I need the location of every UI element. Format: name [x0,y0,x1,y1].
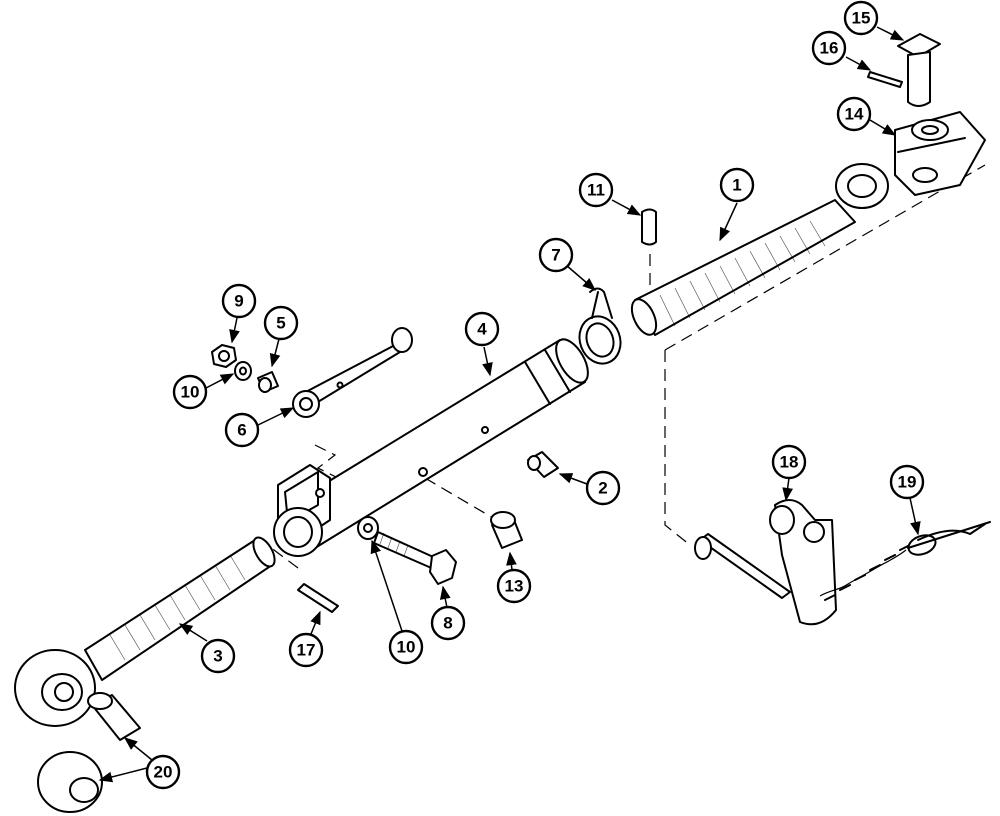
callout-6: 6 [224,412,260,448]
part-20-ball [37,751,103,813]
part-19-chain-and-linch-pin [819,521,991,601]
callout-16: 16 [811,30,847,66]
callout-10-lower: 10 [388,629,424,665]
part-16-linch-pin [867,71,903,88]
callout-2: 2 [585,470,621,506]
callout-label: 19 [898,473,917,492]
callout-13: 13 [496,568,532,604]
callout-label: 20 [154,763,173,782]
callout-label: 10 [181,383,200,402]
part-2-grease-nipple [527,451,559,478]
callout-label: 3 [213,647,222,666]
callout-label: 7 [551,246,560,265]
callout-label: 18 [780,453,799,472]
part-15-pin [897,33,941,107]
callout-15: 15 [843,0,879,36]
callout-label: 2 [598,479,607,498]
callout-label: 16 [820,39,839,58]
callout-label: 6 [237,421,246,440]
callout-label: 10 [397,638,416,657]
callout-20: 20 [145,754,181,790]
part-13-bushing [490,511,523,549]
callout-label: 13 [505,577,524,596]
callout-9: 9 [221,283,257,319]
callout-10-upper: 10 [172,374,208,410]
callout-11: 11 [578,172,614,208]
callout-label: 8 [443,614,452,633]
part-17-roll-pin [297,583,339,613]
part-11-roll-pin [641,208,657,246]
part-20-bushing [87,692,141,741]
callout-label: 1 [732,176,741,195]
part-1-threaded-rod-eye [630,163,889,336]
part-4-main-tube [273,338,589,557]
part-14-clevis-yoke [894,111,986,196]
callout-7: 7 [538,237,574,273]
callout-label: 15 [852,9,871,28]
callout-label: 14 [845,105,864,124]
part-18-pin-assembly [694,499,837,626]
callout-3: 3 [200,638,236,674]
part-9-nut [211,344,237,368]
part-7-spring-clip [578,287,622,365]
callout-18: 18 [771,444,807,480]
part-5-spacer [257,371,279,393]
leader-lines [98,26,921,783]
part-10-washer-lower [357,516,379,540]
callout-label: 11 [587,181,605,200]
callout-label: 5 [276,314,285,333]
callout-label: 17 [297,641,316,660]
callout-4: 4 [464,311,500,347]
callout-1: 1 [719,167,755,203]
callout-5: 5 [263,305,299,341]
callout-17: 17 [288,632,324,668]
part-3-threaded-rod-eye [14,536,276,727]
callout-label: 4 [477,320,487,339]
callout-19: 19 [889,464,925,500]
part-8-bolt [373,531,457,585]
part-10-washer-small [234,361,252,381]
part-6-handle-lever [292,327,413,418]
callout-label: 9 [234,292,243,311]
callout-8: 8 [430,605,466,641]
callout-14: 14 [836,96,872,132]
